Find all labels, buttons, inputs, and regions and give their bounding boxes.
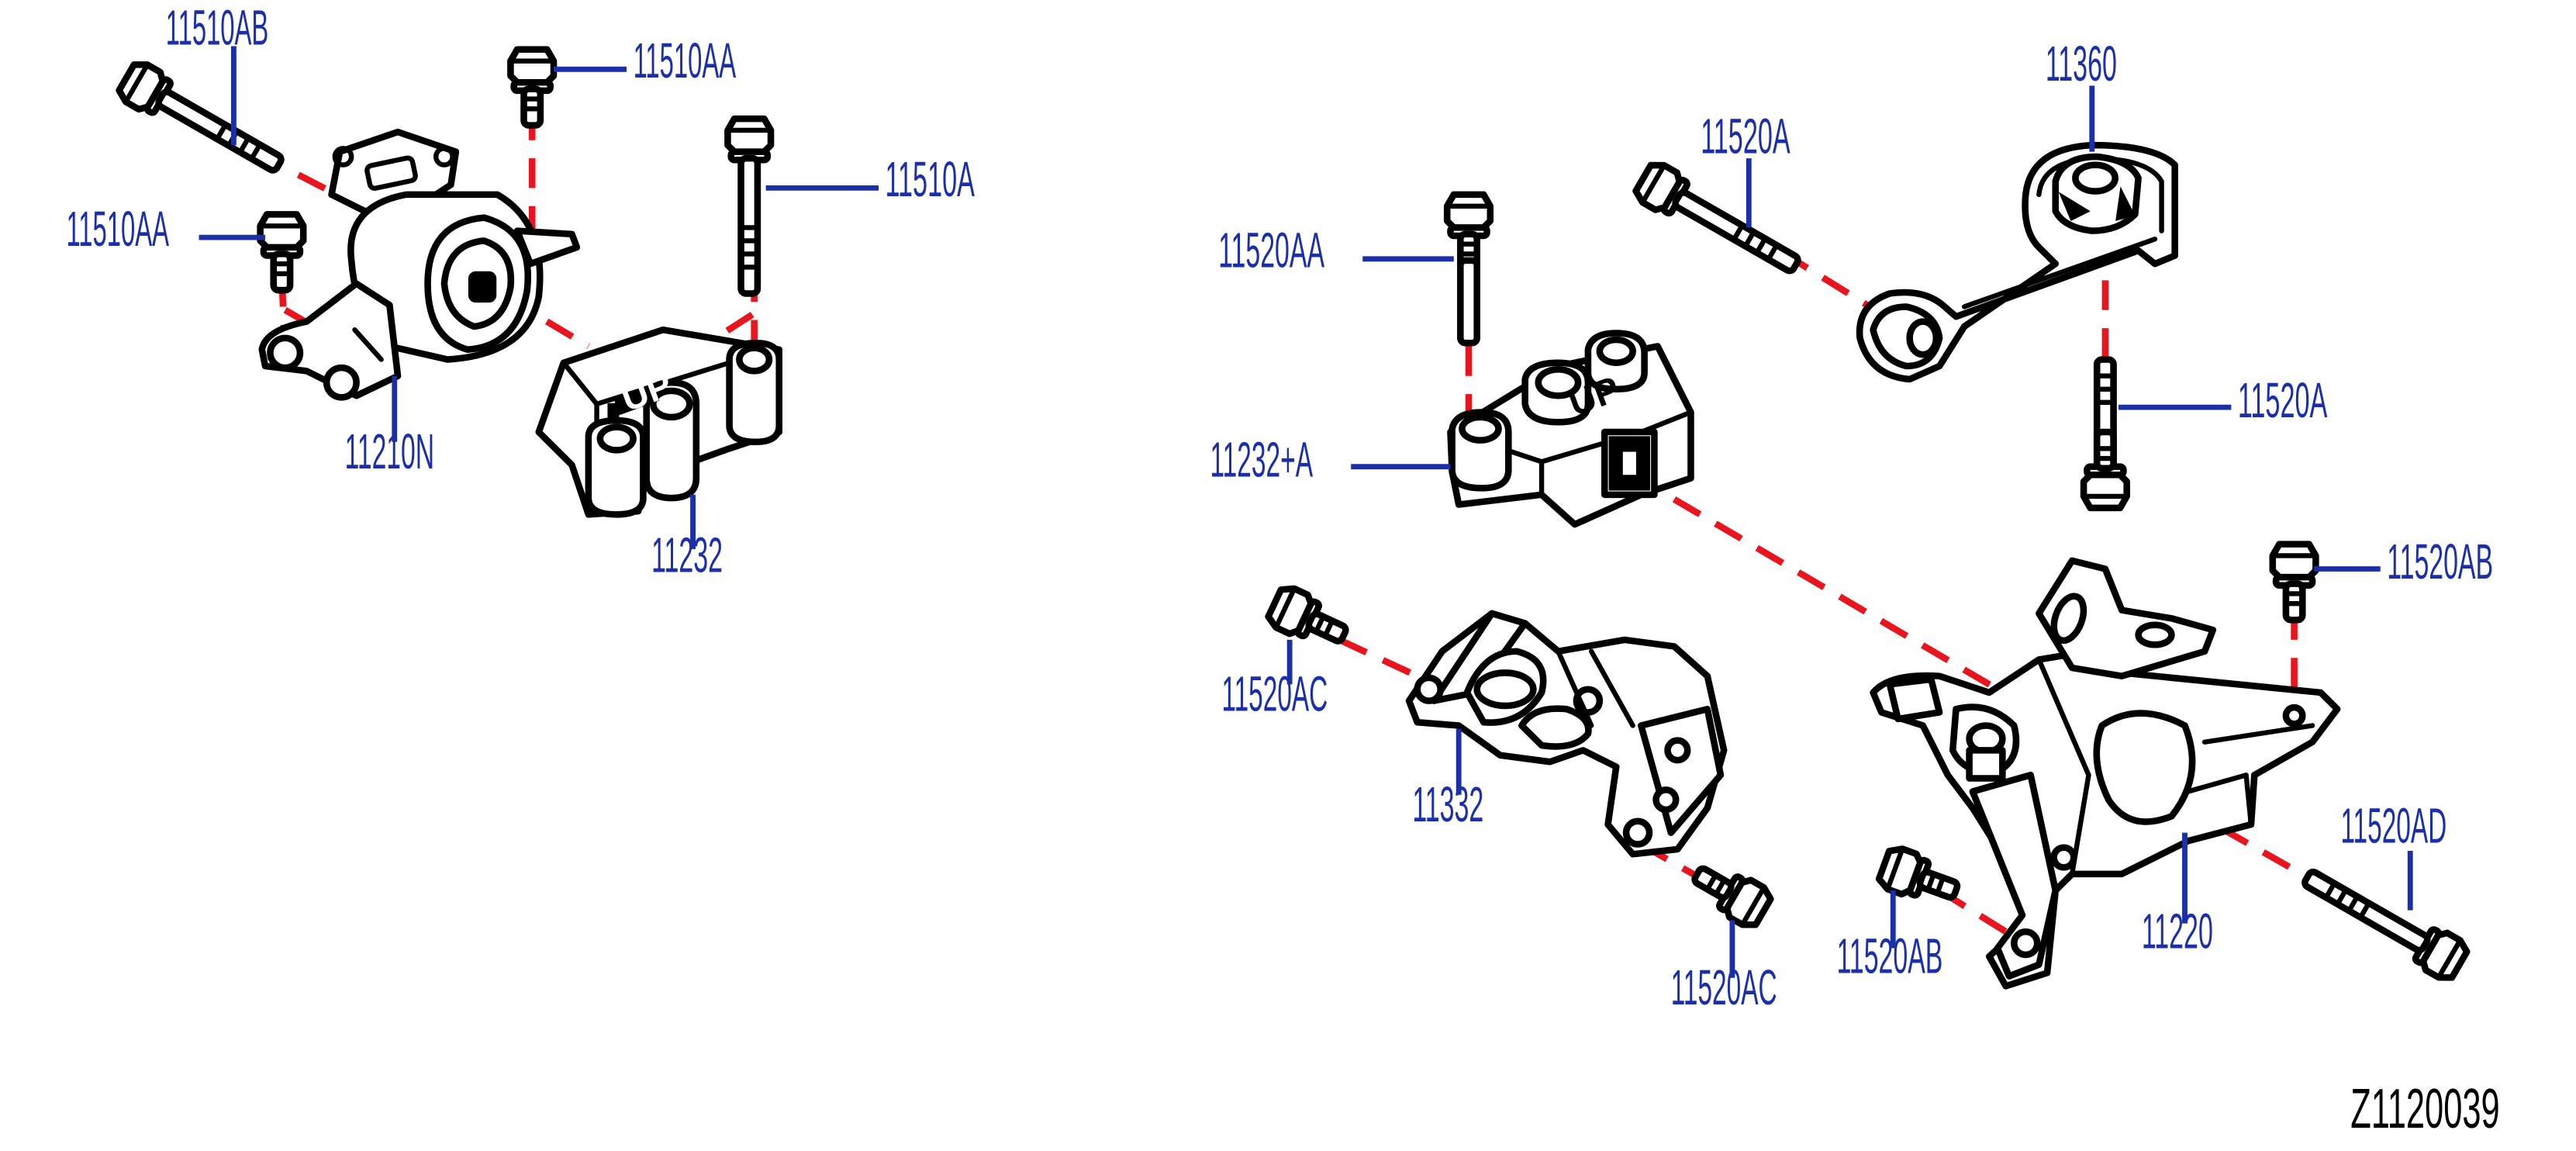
label-11510aa-top: 11510AA xyxy=(634,33,737,88)
label-11520a-right: 11520A xyxy=(2238,372,2328,428)
label-11520ab-right: 11520AB xyxy=(2387,534,2493,589)
bolt-11520ab-right xyxy=(2273,544,2316,620)
bolt-11520ac-bottom xyxy=(1687,855,1774,931)
label-11332: 11332 xyxy=(1412,776,1483,832)
label-11520a-top: 11520A xyxy=(1701,109,1790,164)
part-labels: 11510AB 11510AA 11510A 11510AA 11210N 11… xyxy=(67,0,2494,1015)
bracket-11232-a: UP xyxy=(1447,330,1694,528)
label-11220: 11220 xyxy=(2142,904,2213,959)
label-11510a: 11510A xyxy=(886,151,975,207)
label-11520ac-bottom: 11520AC xyxy=(1671,959,1777,1015)
crossmember-11220 xyxy=(1870,557,2341,990)
bolt-11510aa-top xyxy=(510,50,554,126)
bolt-11510aa-left xyxy=(261,214,304,290)
label-11210n: 11210N xyxy=(345,423,434,479)
bracket-11332 xyxy=(1405,610,1728,858)
bolt-11520ad xyxy=(2297,859,2471,983)
label-11510aa-left: 11510AA xyxy=(67,201,170,257)
label-11520ad: 11520AD xyxy=(2340,798,2447,854)
label-11520aa: 11520AA xyxy=(1218,223,1324,278)
bolt-11520ab-bottom xyxy=(1877,845,1963,911)
label-11360: 11360 xyxy=(2046,36,2117,92)
label-11232: 11232 xyxy=(651,527,723,583)
bolt-11520a-top xyxy=(1632,160,1806,285)
leader-lines xyxy=(199,46,2413,978)
label-11232-a: 11232+A xyxy=(1210,432,1314,488)
bolt-11520aa xyxy=(1447,195,1490,347)
label-11510ab: 11510AB xyxy=(166,0,269,55)
bracket-11232: UP xyxy=(535,326,782,518)
diagram-id: Z1120039 xyxy=(2350,1077,2499,1140)
bolt-11520ac-left xyxy=(1266,584,1353,655)
bolt-11520a-right xyxy=(2084,356,2127,507)
mount-insulator-11210n xyxy=(258,128,581,401)
bolt-11510ab xyxy=(116,59,289,184)
torque-rod-11360 xyxy=(1856,141,2178,383)
label-11520ab-bottom: 11520AB xyxy=(1837,928,1943,984)
label-11520ac-left: 11520AC xyxy=(1221,665,1328,721)
bolt-11510a xyxy=(727,119,771,293)
